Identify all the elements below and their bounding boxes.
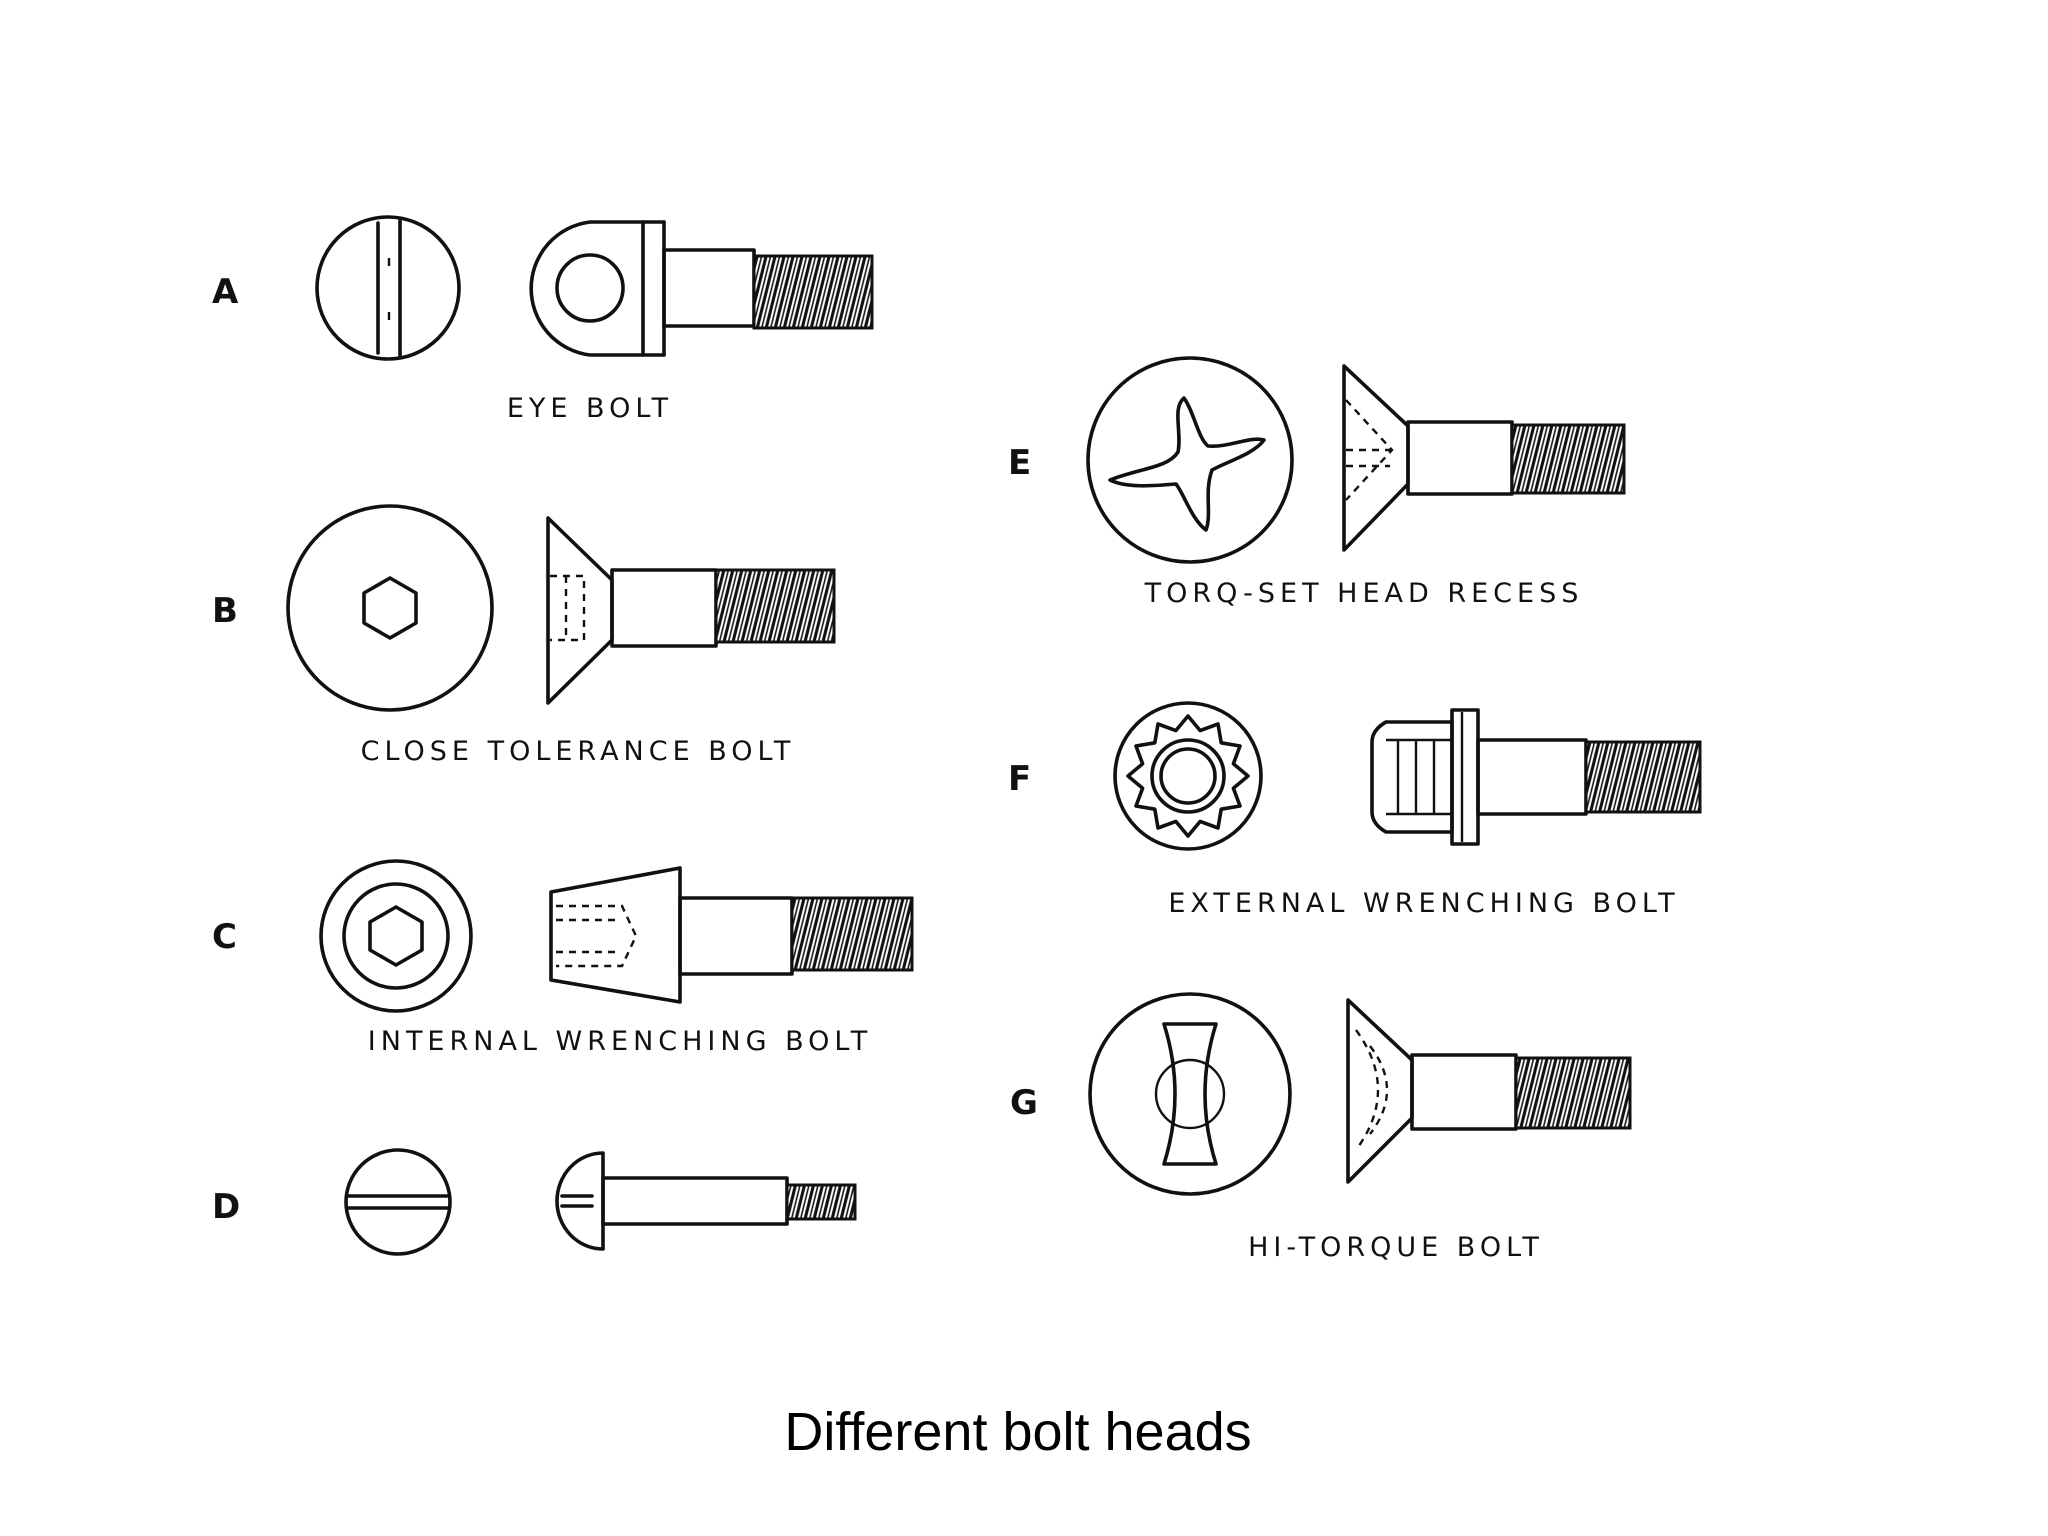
clevis-bolt-side-icon bbox=[555, 1151, 857, 1251]
eye-bolt-side-icon bbox=[529, 220, 874, 357]
bolt-caption: HI-TORQUE BOLT bbox=[1248, 1232, 1544, 1263]
bolt-letter: D bbox=[212, 1187, 240, 1227]
internal-wrenching-bolt-side-icon bbox=[549, 866, 914, 1004]
figure-title: Different bolt heads bbox=[784, 1402, 1251, 1462]
slotted-round-head-icon bbox=[344, 1148, 452, 1256]
hex-socket-washer-head-icon bbox=[319, 859, 473, 1013]
countersunk-bolt-side-icon bbox=[1342, 364, 1626, 552]
bolt-letter: G bbox=[1010, 1083, 1038, 1123]
bolt-letter: C bbox=[212, 917, 237, 957]
bolt-caption: CLOSE TOLERANCE BOLT bbox=[361, 736, 796, 767]
torq-set-head-icon bbox=[1086, 356, 1294, 564]
bolt-b: B CLOSE TOLERANCE BOLT bbox=[212, 504, 836, 767]
twelve-point-head-icon bbox=[1113, 701, 1263, 851]
bolt-letter: E bbox=[1008, 443, 1031, 483]
bolt-c: C INTERNAL WRENCHING BOLT bbox=[212, 859, 914, 1057]
external-wrenching-bolt-side-icon bbox=[1370, 708, 1702, 846]
hi-torque-head-icon bbox=[1088, 992, 1292, 1196]
bolt-a: A EYE BOLT bbox=[212, 215, 874, 424]
bolt-letter: F bbox=[1008, 759, 1031, 799]
bolt-caption: INTERNAL WRENCHING BOLT bbox=[368, 1026, 872, 1057]
bolt-g: G HI-TORQUE BOLT bbox=[1010, 992, 1632, 1263]
countersunk-bolt-side-icon bbox=[1346, 998, 1632, 1184]
bolt-d: D bbox=[212, 1148, 857, 1256]
bolt-caption: TORQ-SET HEAD RECESS bbox=[1144, 578, 1584, 609]
countersunk-bolt-side-icon bbox=[546, 516, 836, 705]
bolt-letter: A bbox=[212, 272, 239, 312]
slotted-head-icon bbox=[315, 215, 461, 361]
bolt-caption: EXTERNAL WRENCHING BOLT bbox=[1168, 888, 1679, 919]
bolt-f: F EXTERNAL WRENCHING BOLT bbox=[1008, 701, 1702, 919]
hex-socket-head-icon bbox=[286, 504, 494, 712]
bolt-caption: EYE BOLT bbox=[507, 393, 673, 424]
bolt-e: E TORQ-SET HEAD RECESS bbox=[1008, 356, 1626, 609]
bolt-letter: B bbox=[212, 591, 238, 631]
